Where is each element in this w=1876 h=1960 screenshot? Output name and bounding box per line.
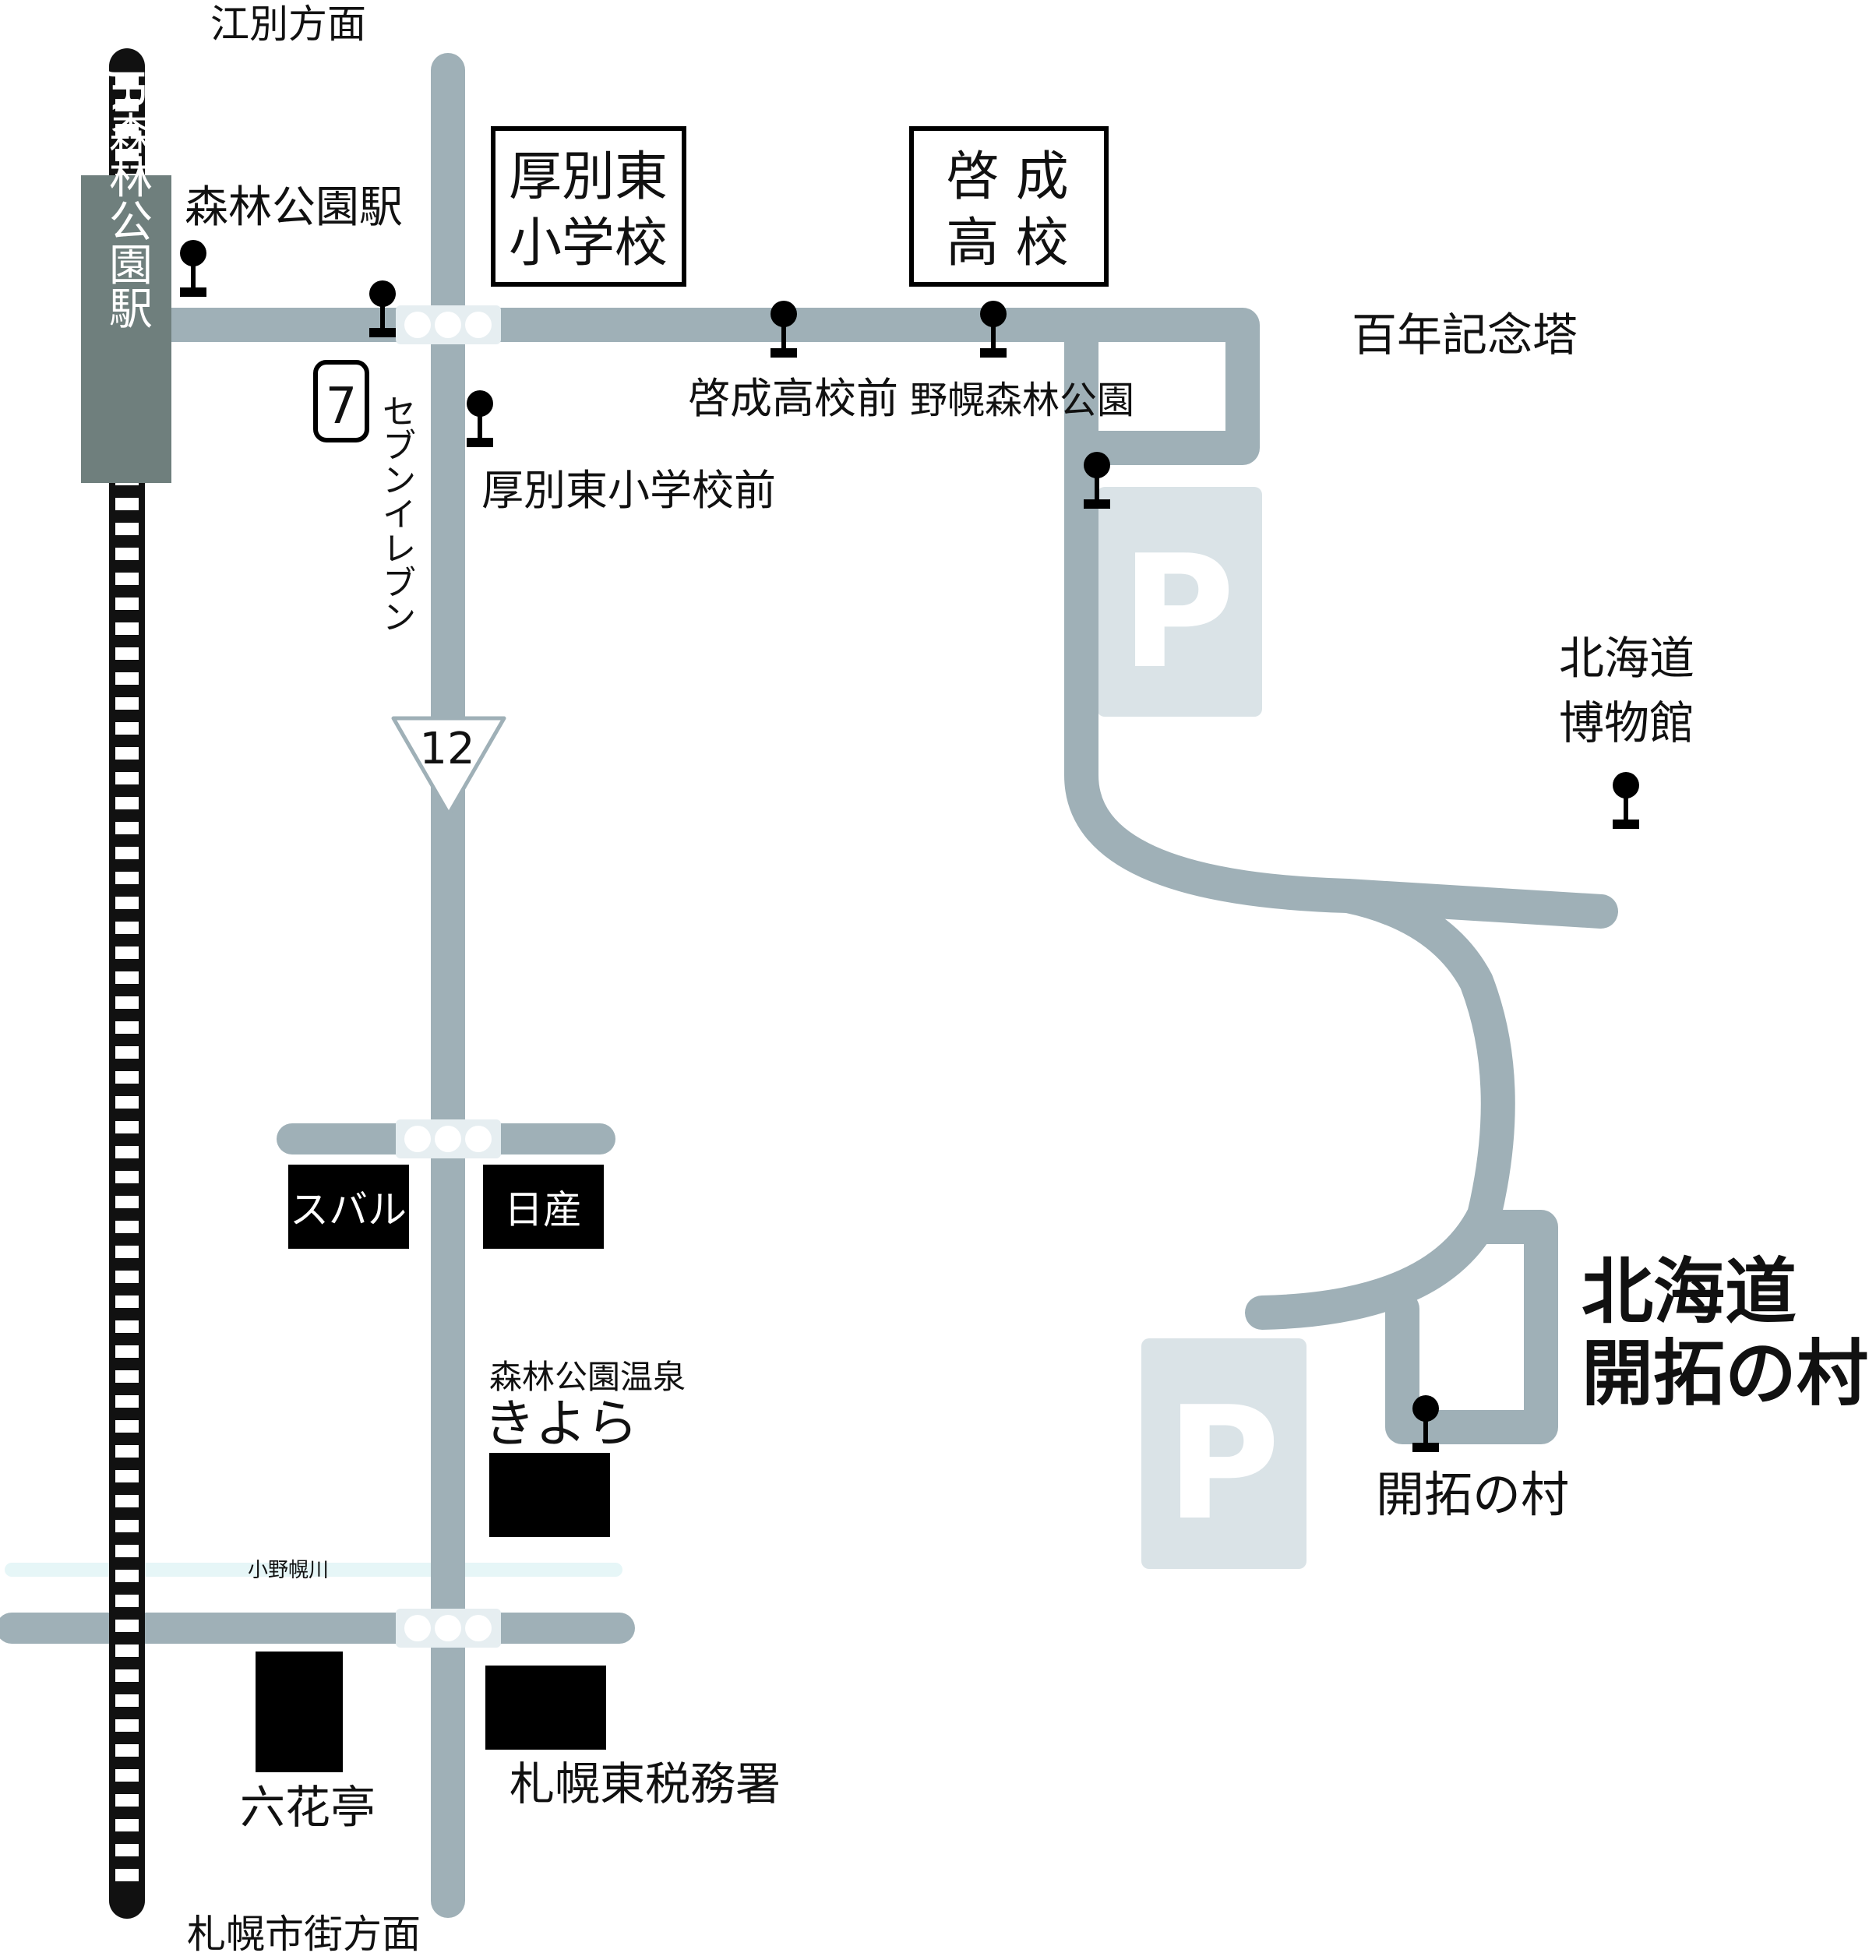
bus-stop-icon (369, 280, 396, 337)
svg-text:啓 成: 啓 成 (946, 146, 1069, 208)
landmark-tax-office: 札幌東税務署 (510, 1757, 781, 1810)
bus-stop-label-atsubetsu: 厚別東小学校前 (481, 466, 776, 515)
school-keisei: 啓 成 高 校 (909, 126, 1109, 287)
parking-icon: P (1166, 1373, 1281, 1555)
svg-text:日産: 日産 (504, 1187, 582, 1232)
traffic-light-icon (396, 305, 501, 344)
traffic-light-icon (396, 1609, 501, 1648)
route-12-sign: 12 (391, 716, 506, 816)
traffic-light-icon (396, 1119, 501, 1158)
bus-stop-icon (1412, 1395, 1439, 1452)
bus-stop-icon (180, 240, 206, 297)
school-atsubetsu-higashi: 厚別東 小学校 (491, 126, 686, 287)
station-name: 森林公園駅 (185, 182, 403, 233)
svg-text:高 校: 高 校 (946, 213, 1069, 274)
bus-stop-icon (1613, 772, 1639, 829)
park-road (1064, 308, 1618, 929)
landmark-hyakunen: 百年記念塔 (1352, 308, 1578, 361)
parking-area-north: P (1097, 487, 1262, 717)
svg-text:開拓の村: 開拓の村 (1582, 1332, 1868, 1415)
parking-icon: P (1121, 522, 1236, 703)
bus-stop-icon (1084, 452, 1110, 509)
bus-stop-icon (770, 301, 797, 358)
tax-office-building (485, 1666, 606, 1750)
svg-text:厚別東: 厚別東 (509, 146, 668, 208)
parking-area-south: P (1141, 1338, 1306, 1569)
bus-stop-label-nopporo: 野幌森林公園 (910, 379, 1134, 422)
kaitaku-road (1245, 879, 1515, 1330)
seven-eleven: 7 セブンイレブン (313, 360, 416, 633)
bus-stop-label-kaitaku: 開拓の村 (1376, 1466, 1569, 1523)
landmark-rikkatei: 六花亭 (240, 1781, 376, 1834)
hyakunen-loop-road (1046, 308, 1260, 465)
nissan-dealer: 日産 (483, 1165, 604, 1249)
direction-north: 江別方面 (210, 2, 366, 47)
svg-text:スバル: スバル (290, 1187, 407, 1232)
seven-eleven-logo: 7 (326, 378, 358, 435)
svg-text:小学校: 小学校 (509, 213, 668, 274)
roads (0, 53, 1618, 1918)
direction-south: 札幌市街方面 (187, 1912, 421, 1957)
river-label: 小野幌川 (248, 1559, 329, 1582)
kaitaku-loop-road (1385, 1210, 1558, 1444)
onsen-building (489, 1453, 610, 1537)
onsen-sub: きよら (484, 1394, 638, 1454)
bus-stop-icon (980, 301, 1007, 358)
jr-station: JR森林公園駅 (81, 65, 171, 483)
subaru-dealer: スバル (288, 1165, 409, 1249)
route-number: 12 (419, 724, 474, 774)
bus-stop-icon (467, 390, 493, 447)
svg-text:博物館: 博物館 (1559, 696, 1694, 749)
onsen-name: 森林公園温泉 (489, 1358, 686, 1396)
bus-stop-label-keisei: 啓成高校前 (688, 374, 898, 423)
landmark-museum: 北海道 (1559, 632, 1694, 685)
destination-title: 北海道 (1582, 1250, 1797, 1334)
rikkatei-building (256, 1652, 343, 1772)
seven-eleven-label: セブンイレブン (376, 393, 416, 633)
jr-station-label: JR森林公園駅 (102, 65, 153, 329)
